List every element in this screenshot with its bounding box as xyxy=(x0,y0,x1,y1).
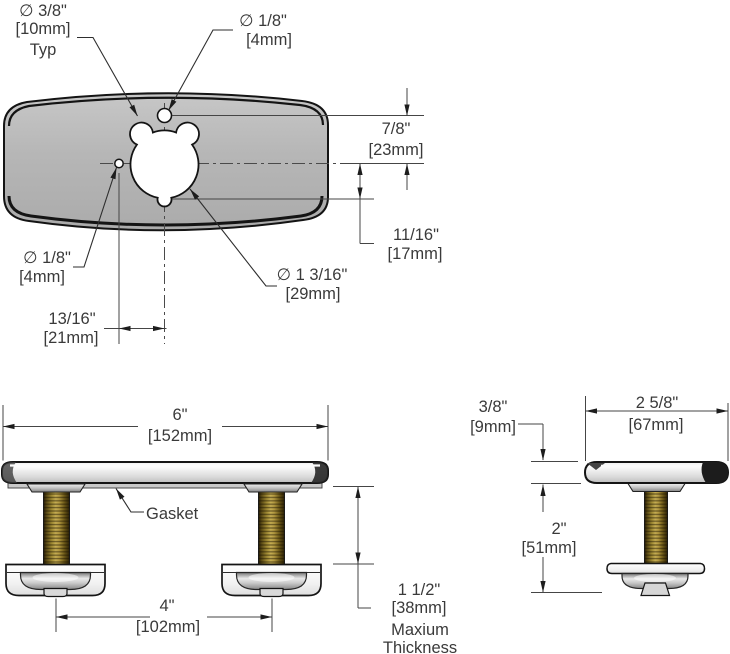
mounting-foot-left xyxy=(5,563,106,598)
plate-side-cap-right xyxy=(701,462,728,483)
foot-nut-side xyxy=(640,582,671,597)
dim-11-16-inch: 11/16" xyxy=(393,226,439,244)
dim-6in-mm: [152mm] xyxy=(148,427,212,445)
arrowhead-up xyxy=(404,163,410,175)
plate-bottom-shadow xyxy=(7,195,324,227)
threads-left xyxy=(43,489,70,565)
leader-gasket xyxy=(115,488,144,513)
washer-left xyxy=(26,483,86,493)
arrowhead-up xyxy=(357,163,363,175)
dim-7-8-mm: [23mm] xyxy=(368,141,423,159)
pilot-left-label-inch: ∅ 1/8" xyxy=(23,249,71,267)
pilot-hole-left xyxy=(114,158,124,169)
dim-11-16-mm: [17mm] xyxy=(387,245,442,263)
leader-arrowhead xyxy=(110,167,117,180)
dim-4in-inch: 4" xyxy=(159,597,174,615)
threads-right xyxy=(258,489,285,565)
foot-flange-side xyxy=(606,562,706,575)
foot-dome-highlight xyxy=(634,574,676,582)
dim-clamp-mm: [38mm] xyxy=(391,599,446,617)
dim-3-8-inch: 3/8" xyxy=(479,398,508,416)
side-view: 2 5/8" [67mm] 3/8" [9mm] 2" [51mm] xyxy=(470,394,730,597)
arrowhead-down xyxy=(355,552,361,564)
dim-4in-mm: [102mm] xyxy=(136,618,200,636)
plate-end-cap-left xyxy=(2,462,17,483)
arrowhead-right xyxy=(316,423,328,430)
arrowhead-left xyxy=(119,325,131,332)
pilot-left-label-mm: [4mm] xyxy=(19,268,65,286)
washer-right xyxy=(243,483,303,493)
leader-center-hole xyxy=(189,188,277,287)
dim-2-5-8-inch: 2 5/8" xyxy=(636,394,679,412)
leader-arrowhead xyxy=(116,488,125,500)
plate-top-highlight xyxy=(7,96,325,127)
arrowhead-down xyxy=(540,449,546,461)
hole-typ-label-inch: ∅ 3/8" xyxy=(19,2,67,20)
arrowhead-right xyxy=(260,614,272,620)
arrowhead-down xyxy=(404,104,410,116)
center-hole-label-mm: [29mm] xyxy=(285,285,340,303)
dim-clamp-word2: Thickness xyxy=(383,639,457,654)
leader-arrowhead xyxy=(190,189,200,200)
plate-side-cap-left xyxy=(587,463,605,470)
arrowhead-right xyxy=(716,408,728,414)
arrowhead-up xyxy=(355,486,361,498)
dim-2in-inch: 2" xyxy=(551,520,566,538)
leader-pilot-top xyxy=(168,29,233,111)
leader-arrowhead xyxy=(168,99,177,111)
gasket-label: Gasket xyxy=(146,505,199,523)
dim-6in-inch: 6" xyxy=(172,406,187,424)
leader-arrowhead xyxy=(129,104,138,116)
hole-typ-label-mm: [10mm] xyxy=(15,20,70,38)
mounting-foot-right xyxy=(221,563,322,598)
dim-13-16-mm: [21mm] xyxy=(43,329,98,347)
dim-clamp-inch: 1 1/2" xyxy=(398,581,441,599)
pilot-hole-top xyxy=(156,107,173,124)
hole-typ-label-typ: Typ xyxy=(30,41,57,59)
arrowhead-down xyxy=(357,187,363,199)
plate-end-cap-right xyxy=(311,462,328,483)
dim-13-16-inch: 13/16" xyxy=(48,310,95,328)
dim-3-8-mm: [9mm] xyxy=(470,418,516,436)
threads-side xyxy=(644,490,668,565)
washer-side xyxy=(627,482,686,493)
dim-clamp-word1: Maxium xyxy=(391,621,449,639)
arrowhead-left xyxy=(585,408,597,414)
pilot-top-label-mm: [4mm] xyxy=(246,31,292,49)
arrowhead-down xyxy=(540,581,546,593)
leader-pilot-left xyxy=(73,167,118,268)
center-hole-label-inch: ∅ 1 3/16" xyxy=(277,266,348,284)
arrowhead-left xyxy=(3,423,15,430)
dim-2-5-8-mm: [67mm] xyxy=(628,416,683,434)
dim-2in-mm: [51mm] xyxy=(521,539,576,557)
front-view: 6" [152mm] Gasket 4" [102mm] 1 1/2" [38m… xyxy=(1,405,457,654)
arrowhead-left xyxy=(56,614,68,620)
top-view: ∅ 3/8" [10mm] Typ ∅ 1/8" [4mm] 7/8" [23m… xyxy=(3,2,443,347)
dim-7-8-inch: 7/8" xyxy=(382,120,411,138)
faucet-cutout-hole xyxy=(129,121,200,208)
arrowhead-up xyxy=(540,484,546,496)
leader-typ-hole xyxy=(77,36,138,117)
pilot-top-label-inch: ∅ 1/8" xyxy=(239,12,287,30)
arrowhead-right xyxy=(153,325,165,332)
